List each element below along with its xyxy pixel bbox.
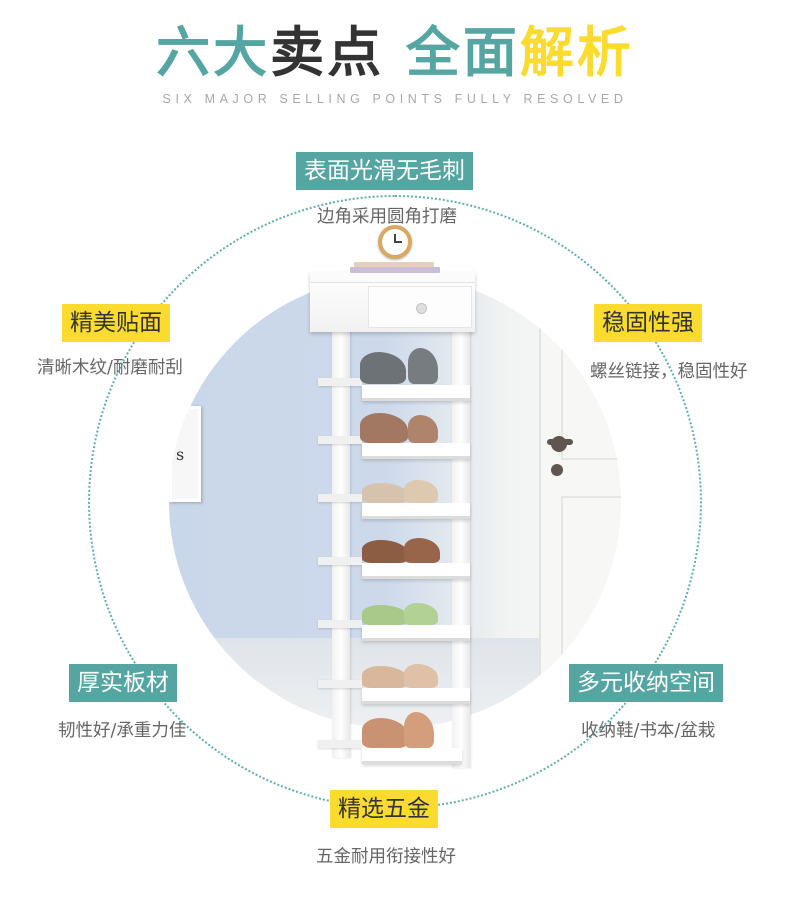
feature-label-lower-right: 多元收纳空间 — [569, 664, 723, 702]
feature-label-lower-left: 厚实板材 — [69, 664, 177, 702]
feature-desc-lower-right: 收纳鞋/书本/盆栽 — [581, 721, 716, 741]
title-part-3: 全面 — [384, 21, 520, 84]
feature-desc-lower-left: 韧性好/承重力佳 — [58, 721, 187, 741]
product-scene: s — [169, 276, 621, 728]
page-title: 六大卖点 全面解析 — [0, 18, 790, 88]
title-part-2: 卖点 — [270, 21, 385, 84]
feature-desc-bottom: 五金耐用衔接性好 — [316, 847, 456, 867]
door-handle-icon — [547, 439, 573, 445]
feature-label-top: 表面光滑无毛刺 — [296, 152, 473, 190]
door — [539, 296, 621, 726]
rack-drawer-cabinet — [310, 272, 475, 332]
clock-icon — [378, 225, 412, 259]
feature-label-upper-right: 稳固性强 — [594, 304, 702, 342]
wall-frame: s — [169, 406, 201, 502]
feature-desc-top: 边角采用圆角打磨 — [317, 207, 457, 227]
door-lock-icon — [551, 464, 563, 476]
feature-desc-upper-left: 清晰木纹/耐磨耐刮 — [37, 358, 183, 378]
title-part-1: 六大 — [156, 21, 271, 84]
feature-label-bottom: 精选五金 — [330, 790, 438, 828]
feature-desc-upper-right: 螺丝链接，稳固性好 — [590, 362, 748, 382]
title-part-4: 解析 — [519, 21, 634, 84]
feature-label-upper-left: 精美贴面 — [62, 304, 170, 342]
page-subtitle: SIX MAJOR SELLING POINTS FULLY RESOLVED — [162, 92, 628, 106]
